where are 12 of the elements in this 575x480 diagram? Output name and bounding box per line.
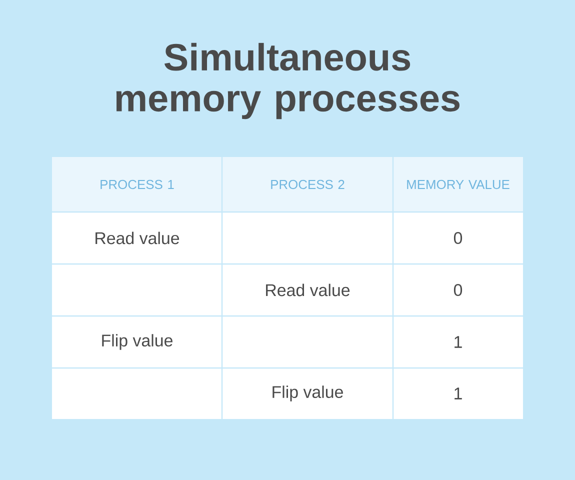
cell-text: Read value <box>96 232 180 244</box>
column-header: MEMORY VALUE <box>407 180 510 190</box>
cell-text: 1 <box>454 336 462 348</box>
title: Simultaneous memory processes <box>116 42 460 120</box>
column-header: PROCESS 2 <box>271 180 344 190</box>
cell-text: Flip value <box>272 386 343 402</box>
column-header: PROCESS 1 <box>100 180 174 190</box>
cell-text: 1 <box>454 388 462 400</box>
cell-text: 0 <box>454 284 462 296</box>
cell-text: 0 <box>454 232 462 244</box>
cell-text: Flip value <box>102 334 172 350</box>
cell-text: Read value <box>266 284 350 296</box>
